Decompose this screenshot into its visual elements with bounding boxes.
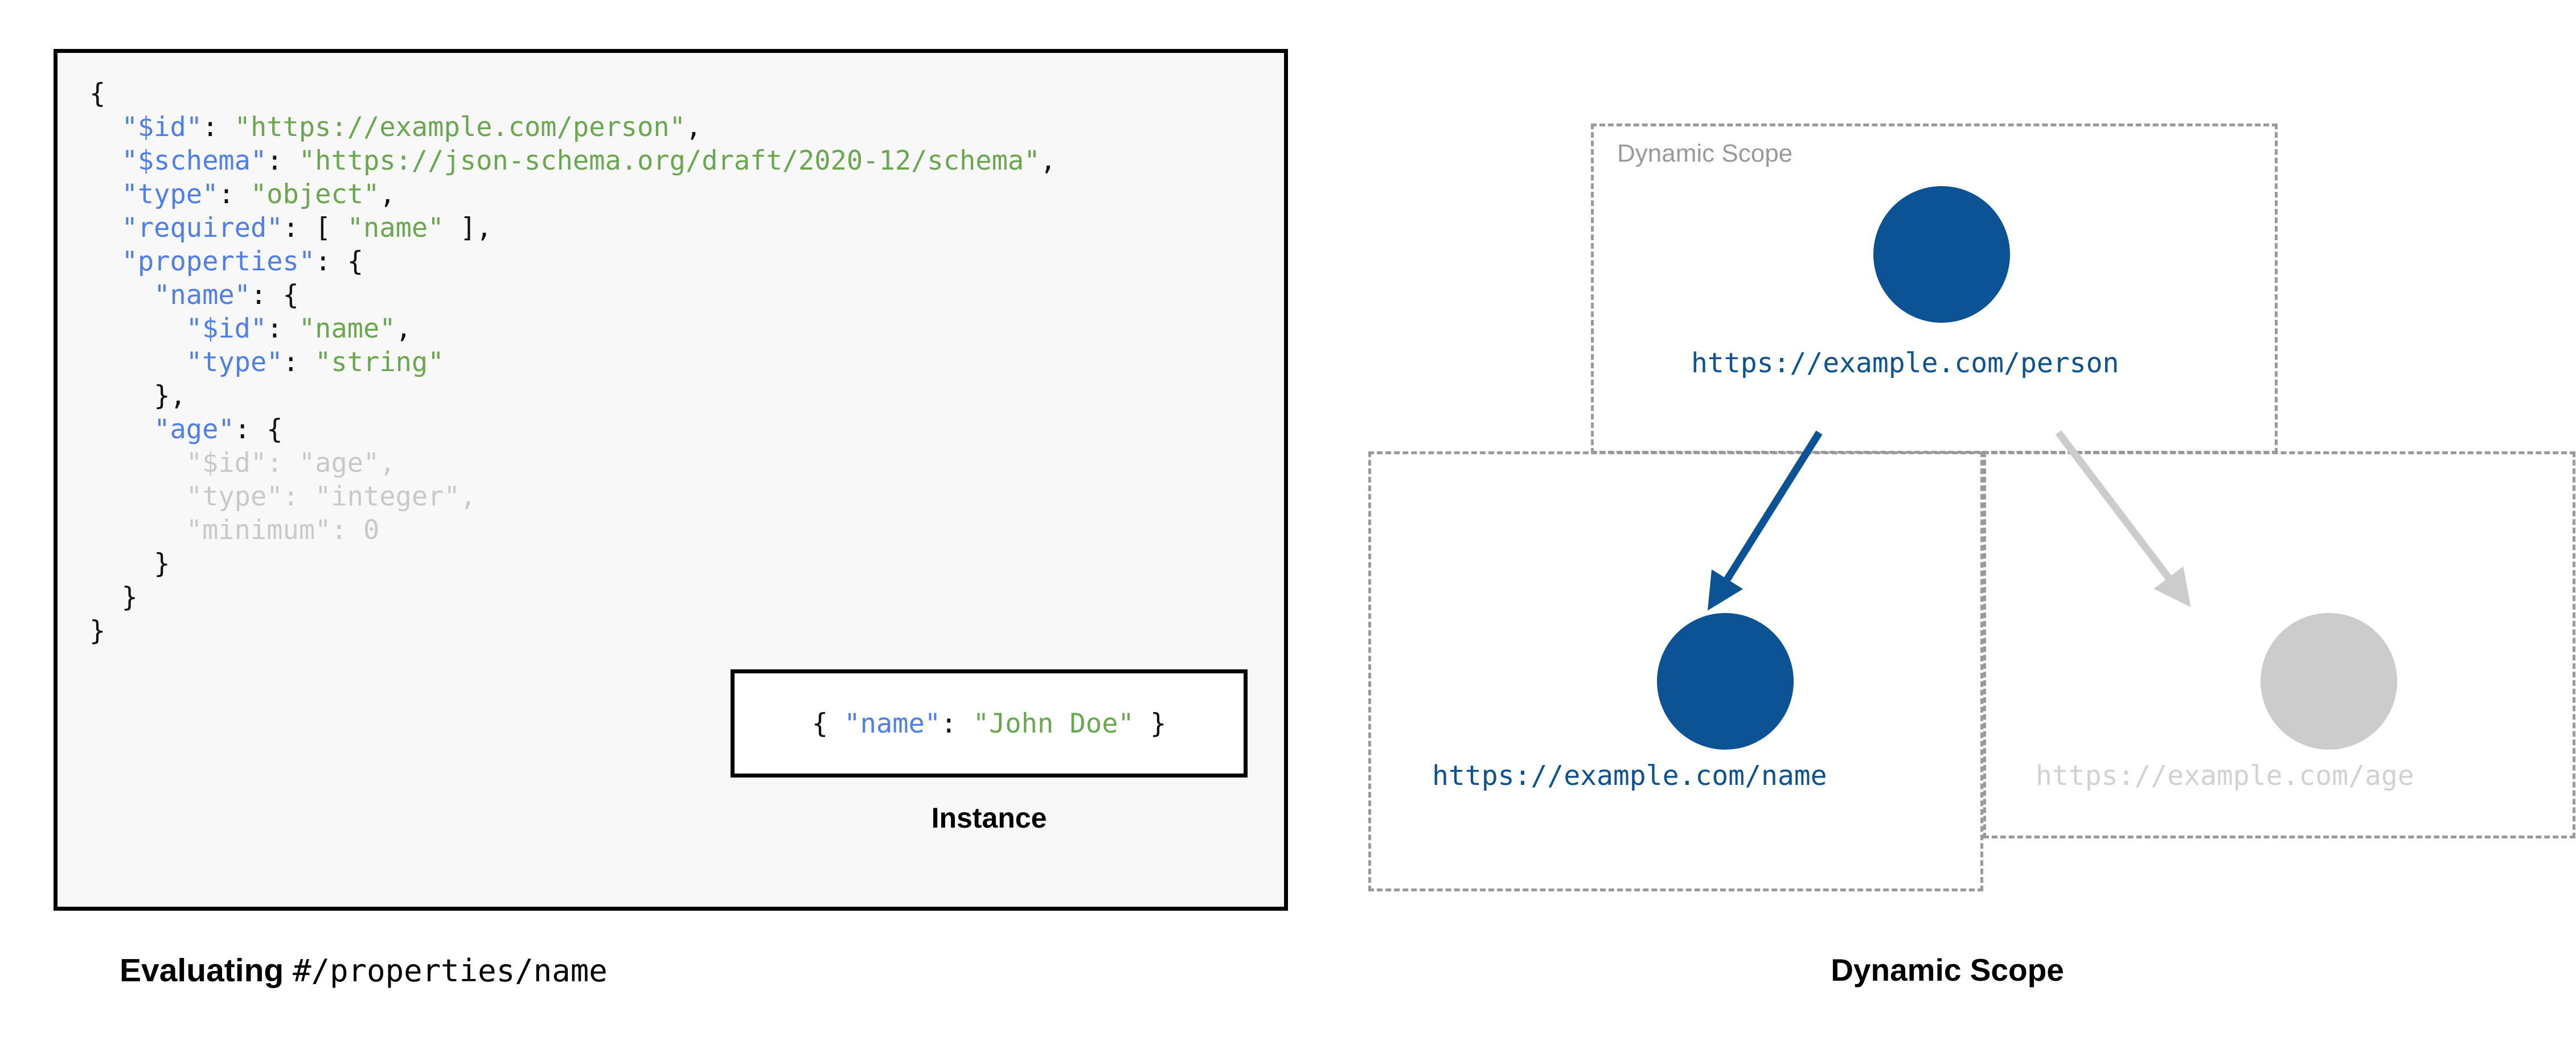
json-key-age-id: "$id" [186, 447, 267, 479]
json-key-properties: "properties" [121, 246, 315, 277]
schema-code-panel: { "$id": "https://example.com/person", "… [54, 49, 1288, 911]
json-value-name-id: "name" [298, 313, 396, 344]
instance-caption: Instance [931, 802, 1047, 834]
schema-code-listing: { "$id": "https://example.com/person", "… [89, 78, 1056, 647]
node-circle-age [2261, 613, 2397, 750]
left-caption-pointer: #/properties/name [293, 953, 608, 989]
instance-box: { "name": "John Doe" } [731, 669, 1248, 778]
json-value-name-type: "string" [315, 347, 444, 378]
json-key-age: "age" [154, 414, 235, 445]
json-value-schema: "https://json-schema.org/draft/2020-12/s… [298, 145, 1040, 176]
json-key-age-type: "type" [186, 481, 283, 512]
dynamic-scope-diagram: Dynamic Scope https://example.com/person… [1327, 68, 2575, 933]
node-label-person: https://example.com/person [1691, 347, 2119, 379]
json-value-id: "https://example.com/person" [234, 112, 686, 143]
right-figure-caption: Dynamic Scope [1831, 952, 2064, 988]
scope-box-label: Dynamic Scope [1617, 139, 1793, 167]
instance-json-value: "John Doe" [973, 708, 1134, 739]
node-label-age: https://example.com/age [2036, 760, 2414, 792]
json-value-age-id: "age" [298, 447, 380, 479]
json-value-age-type: "integer" [315, 481, 460, 512]
json-value-required-name: "name" [347, 212, 444, 244]
json-key-id: "$id" [121, 112, 203, 143]
json-age-body-dimmed: "$id": "age", "type": "integer", "minimu… [186, 447, 477, 546]
instance-json-key: "name" [844, 708, 941, 739]
scope-box-name [1368, 451, 1983, 891]
json-key-name: "name" [154, 279, 251, 311]
node-circle-name [1657, 613, 1794, 750]
json-value-type: "object" [250, 179, 380, 210]
json-key-required: "required" [121, 212, 283, 244]
node-label-name: https://example.com/name [1432, 760, 1827, 792]
json-key-name-id: "$id" [186, 313, 267, 344]
json-key-name-type: "type" [186, 347, 283, 378]
json-key-type: "type" [121, 179, 219, 210]
scope-box-age [1983, 451, 2575, 838]
instance-code: { "name": "John Doe" } [811, 708, 1167, 739]
json-key-schema: "$schema" [121, 145, 267, 176]
json-value-minimum: 0 [363, 515, 380, 546]
node-circle-person [1873, 186, 2010, 323]
json-key-minimum: "minimum" [186, 515, 331, 546]
left-figure-caption: Evaluating #/properties/name [120, 952, 608, 989]
left-caption-label: Evaluating [120, 952, 293, 989]
